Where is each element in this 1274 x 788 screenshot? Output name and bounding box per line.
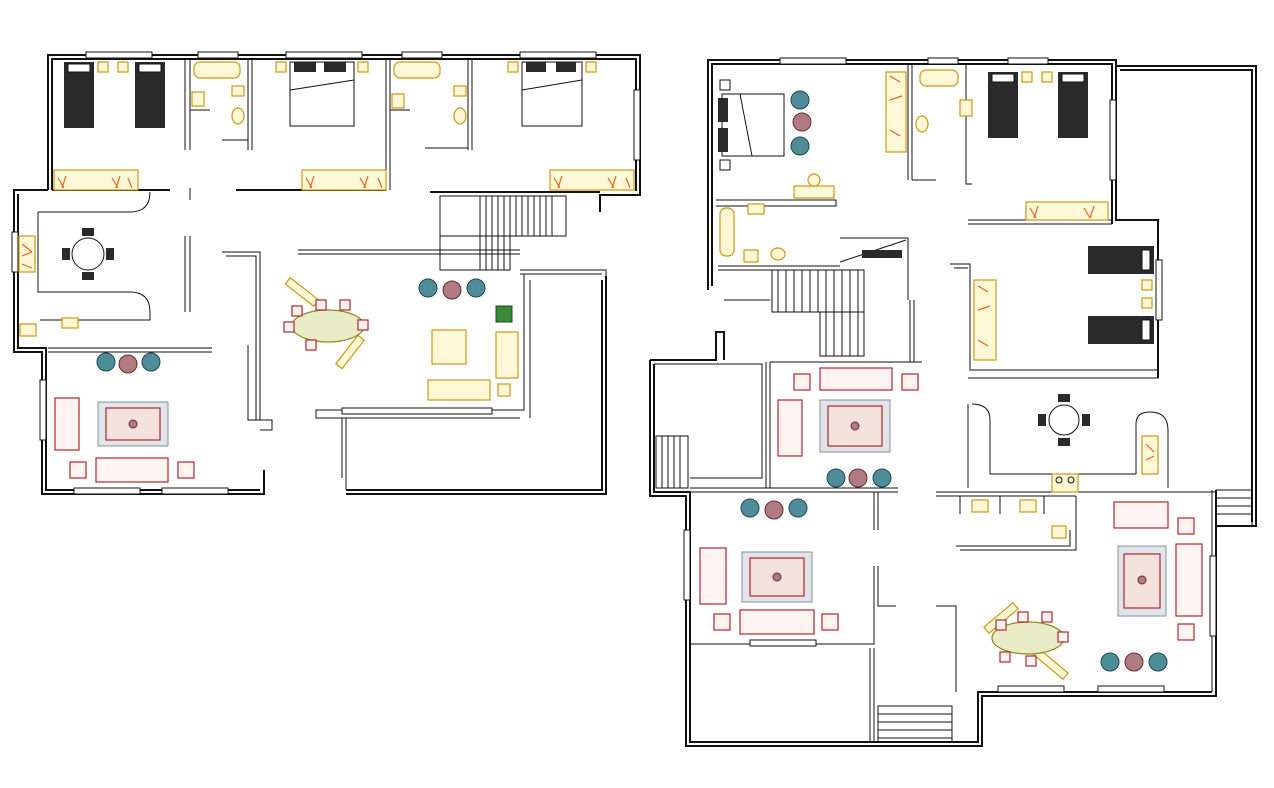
double-bed-icon (718, 79, 785, 171)
dining-set-icon (983, 601, 1069, 681)
armchair-icon (740, 498, 808, 520)
staircase-icon (771, 239, 907, 357)
rug-icon (819, 399, 891, 453)
round-table-icon (1038, 394, 1090, 446)
wardrobe-icon (973, 279, 997, 361)
bathtub-icon (193, 61, 241, 79)
sink-icon (971, 435, 1159, 539)
toilet-icon (231, 85, 245, 125)
wardrobe-icon (885, 71, 907, 153)
sink-icon (19, 317, 79, 337)
armchair-icon (826, 468, 892, 488)
armchair-icon (96, 352, 161, 374)
twin-bed-icon (64, 61, 165, 128)
dressing-table-icon (793, 173, 835, 199)
wardrobe-icon (549, 169, 635, 191)
twin-bed-icon (988, 71, 1088, 138)
rug-icon (97, 401, 169, 447)
bathtub-icon (393, 61, 441, 79)
rug-icon (1117, 545, 1167, 617)
plant-icon (495, 305, 513, 323)
dining-set-icon (283, 276, 369, 370)
toilet-icon (453, 85, 467, 125)
sofa-icon (1113, 501, 1203, 641)
staircase-icon (1215, 489, 1253, 527)
staircase-icon (877, 705, 953, 743)
round-table-icon (62, 228, 114, 280)
bathtub-icon (719, 69, 959, 257)
rug-icon (741, 551, 813, 603)
washbasin-icon (743, 99, 973, 263)
double-bed-icon (507, 61, 597, 127)
staircase-icon (439, 195, 567, 271)
sofa-icon (427, 329, 519, 401)
staircase-icon (655, 435, 689, 489)
washbasin-icon (391, 93, 405, 109)
wardrobe-icon (1025, 201, 1109, 221)
armchair-icon (418, 278, 486, 300)
wardrobe-icon (301, 169, 387, 191)
twin-bed-icon (1088, 246, 1154, 344)
double-bed-icon (275, 61, 369, 127)
washbasin-icon (191, 91, 205, 107)
sofa-icon (777, 367, 919, 457)
armchair-icon (790, 90, 812, 156)
right-walls (649, 57, 1257, 747)
toilet-icon (770, 115, 929, 261)
right-floor-plan (649, 57, 1257, 747)
left-floor-plan (11, 51, 641, 495)
stove-icon (1051, 473, 1079, 493)
left-walls (11, 51, 641, 495)
wardrobe-icon (53, 169, 139, 191)
sofa-icon (54, 397, 195, 483)
armchair-icon (1100, 652, 1168, 672)
stove-icon (18, 235, 36, 273)
sofa-icon (699, 547, 839, 635)
